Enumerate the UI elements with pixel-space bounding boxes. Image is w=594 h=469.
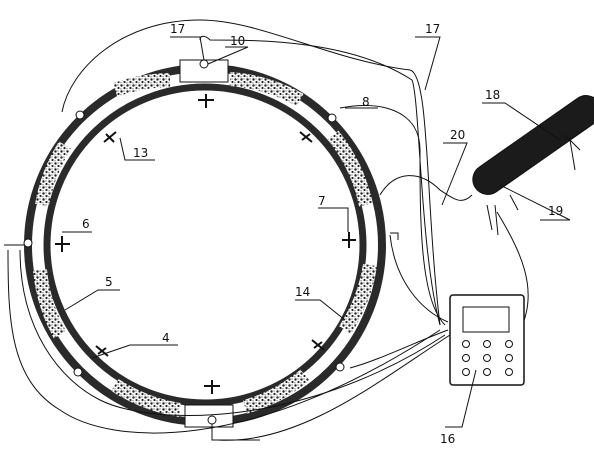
leader-lines [62, 36, 571, 428]
label-7: 7 [318, 194, 326, 208]
labels: 17 10 17 8 18 13 20 19 7 6 5 14 4 16 [82, 22, 563, 446]
gravel-segments [33, 72, 377, 417]
ring-brackets [4, 232, 399, 441]
wiring [7, 19, 529, 441]
probe [472, 95, 594, 236]
label-6: 6 [82, 217, 90, 231]
label-20: 20 [450, 128, 465, 142]
label-19: 19 [548, 204, 563, 218]
inner-ring [43, 83, 367, 407]
label-13: 13 [133, 146, 148, 160]
controller-box [449, 294, 525, 386]
label-17-top: 17 [170, 22, 185, 36]
label-16: 16 [440, 432, 455, 446]
label-17-right: 17 [425, 22, 440, 36]
label-18: 18 [485, 88, 500, 102]
label-4: 4 [162, 331, 170, 345]
label-5: 5 [105, 275, 113, 289]
label-10: 10 [230, 34, 245, 48]
label-14: 14 [295, 285, 310, 299]
sensor-nodes [23, 59, 345, 425]
anchor-bolts [55, 94, 356, 394]
ring-gaps [179, 59, 234, 428]
keypad [462, 340, 513, 376]
label-8: 8 [362, 95, 370, 109]
